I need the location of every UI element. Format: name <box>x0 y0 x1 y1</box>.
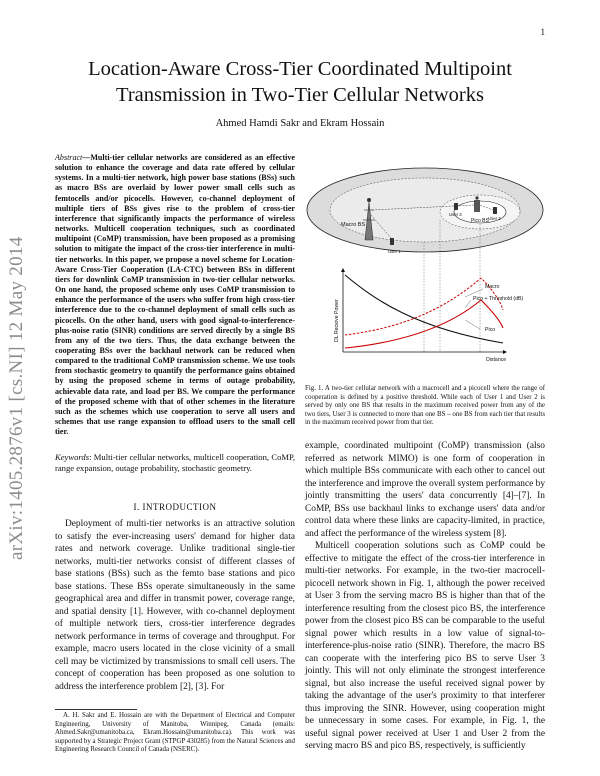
right-column-paragraph-2: Multicell cooperation solutions such as … <box>305 541 545 751</box>
link-macro-user1 <box>370 214 392 239</box>
legend-pico: Pico <box>485 327 495 333</box>
legend-pico-threshold: Pico + Threshold (dB) <box>473 296 523 302</box>
plot-xlabel: Distance <box>486 357 506 363</box>
user-1-phone-icon <box>390 238 394 245</box>
section-heading: I. INTRODUCTION <box>133 502 217 512</box>
user-1-label: User 1 <box>388 249 401 254</box>
figure-1: Macro BS Pico BS User 1 User 2 User 3 <box>306 167 544 363</box>
keywords-text: : Multi-tier cellular networks, multicel… <box>55 452 295 473</box>
pico-power-curve <box>344 299 504 349</box>
pico-bs-label: Pico BS <box>471 218 489 224</box>
title-line-2: Transmission in Two-Tier Cellular Networ… <box>116 84 484 106</box>
footnote: A. H. Sakr and E. Hossain are with the D… <box>55 712 295 753</box>
user-3-phone-icon <box>454 203 458 210</box>
page-number: 1 <box>540 27 546 37</box>
right-column-paragraph-1: example, coordinated multipoint (CoMP) t… <box>305 441 546 539</box>
abstract-text: —Multi-tier cellular networks are consid… <box>55 153 295 437</box>
footnote-rule <box>55 709 137 710</box>
link-macro-user3 <box>371 205 455 211</box>
figure-caption: Fig. 1. A two-tier cellular network with… <box>305 385 545 427</box>
network-illustration: Macro BS Pico BS User 1 User 2 User 3 <box>306 167 544 254</box>
pico-bs-icon <box>474 196 480 212</box>
cooperation-region-guides <box>423 220 481 352</box>
keywords: Keywords: Multi-tier cellular networks, … <box>55 452 295 474</box>
introduction-paragraph: Deployment of multi-tier networks is an … <box>55 519 295 692</box>
authors: Ahmed Hamdi Sakr and Ekram Hossain <box>215 118 385 129</box>
receive-power-plot: DL Receive Power Distance Macro Pico + T… <box>334 268 523 363</box>
paper-title: Location-Aware Cross-Tier Coordinated Mu… <box>40 56 560 108</box>
link-pico-user2 <box>479 204 494 211</box>
user-2-label: User 2 <box>488 216 501 221</box>
legend-leader-pico <box>464 319 481 330</box>
user-3-label: User 3 <box>449 212 462 217</box>
legend-macro: Macro <box>485 284 500 290</box>
pico-threshold-curve <box>344 277 504 336</box>
macro-power-curve <box>344 274 504 344</box>
link-pico-user3 <box>457 204 475 207</box>
keywords-label: Keywords <box>55 452 90 462</box>
legend-leader-macro <box>464 288 484 298</box>
macro-bs-label: Macro BS <box>341 222 365 228</box>
title-line-1: Location-Aware Cross-Tier Coordinated Mu… <box>88 58 512 80</box>
plot-ylabel: DL Receive Power <box>334 299 340 342</box>
abstract: Abstract—Multi-tier cellular networks ar… <box>55 153 295 437</box>
legend-leader-pico-threshold <box>464 299 472 309</box>
user-2-phone-icon <box>493 207 497 214</box>
arxiv-identifier: arXiv:1405.2876v1 [cs.NI] 12 May 2014 <box>6 236 27 561</box>
abstract-label: Abstract <box>55 153 83 162</box>
